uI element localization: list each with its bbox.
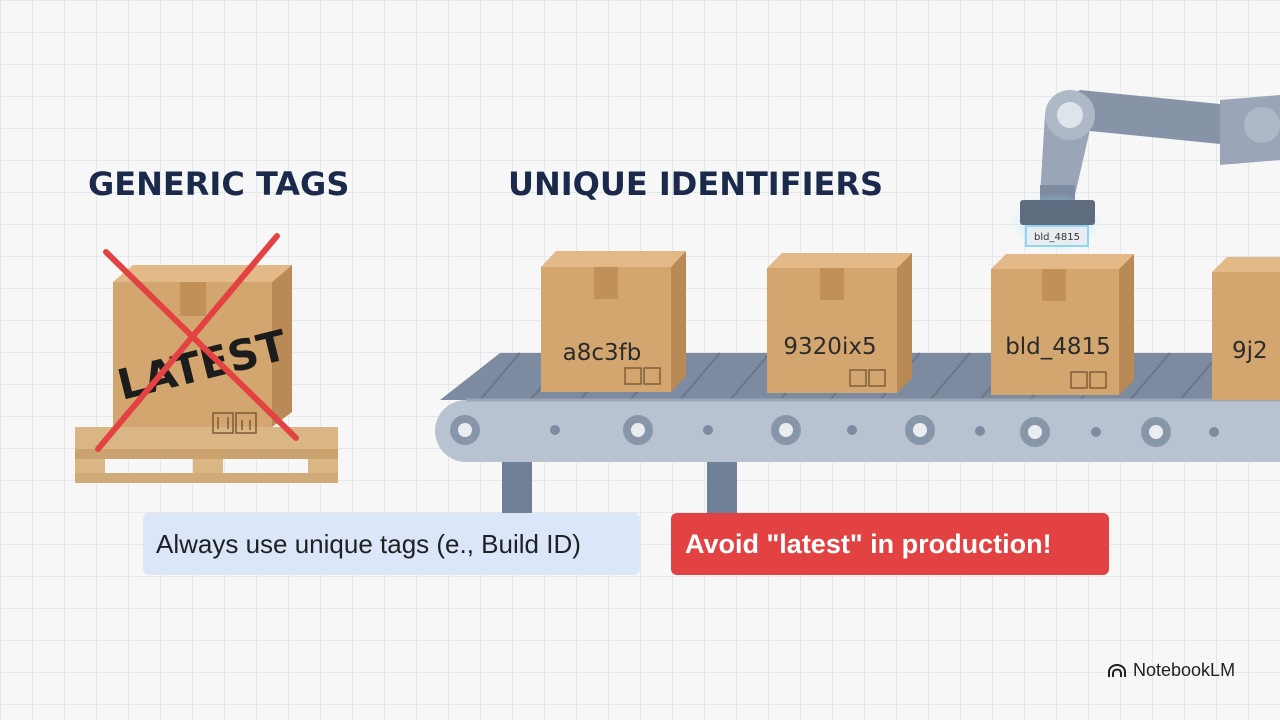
conveyor-box: bld_4815 <box>991 254 1134 395</box>
conveyor-box: 9320ix5 <box>767 253 912 393</box>
robot-arm: bld_4815 <box>1011 90 1280 252</box>
conveyor-box-label: 9320ix5 <box>783 334 876 360</box>
robot-plate-label: bld_4815 <box>1034 232 1080 243</box>
roller-icon <box>450 415 1219 447</box>
generic-box-group: LATEST <box>75 233 338 483</box>
conveyor-box-label: 9j2 <box>1232 338 1268 364</box>
conveyor-box: a8c3fb <box>541 251 686 392</box>
heading-unique-identifiers: UNIQUE IDENTIFIERS <box>508 165 884 203</box>
conveyor-box: 9j2 <box>1212 257 1280 400</box>
fragile-icon <box>849 369 886 387</box>
callout-tip-text: Always use unique tags (e., Build ID) <box>156 528 581 559</box>
fragile-icon <box>212 412 257 434</box>
fragile-icon <box>1070 371 1107 389</box>
brand-name: NotebookLM <box>1133 660 1236 680</box>
cross-out-icon <box>95 233 299 452</box>
brand-watermark: NotebookLM <box>1107 660 1235 681</box>
callout-warning: Avoid "latest" in production! <box>671 513 1109 575</box>
callout-warning-text: Avoid "latest" in production! <box>685 528 1052 559</box>
pallet <box>75 427 338 483</box>
callout-tip: Always use unique tags (e., Build ID) <box>143 513 640 575</box>
conveyor-box-label: bld_4815 <box>1005 334 1111 360</box>
notebooklm-logo-icon <box>1108 663 1126 677</box>
generic-box: LATEST <box>113 265 292 434</box>
conveyor-box-label: a8c3fb <box>563 340 642 366</box>
heading-generic-tags: GENERIC TAGS <box>88 165 350 203</box>
fragile-icon <box>624 367 661 385</box>
